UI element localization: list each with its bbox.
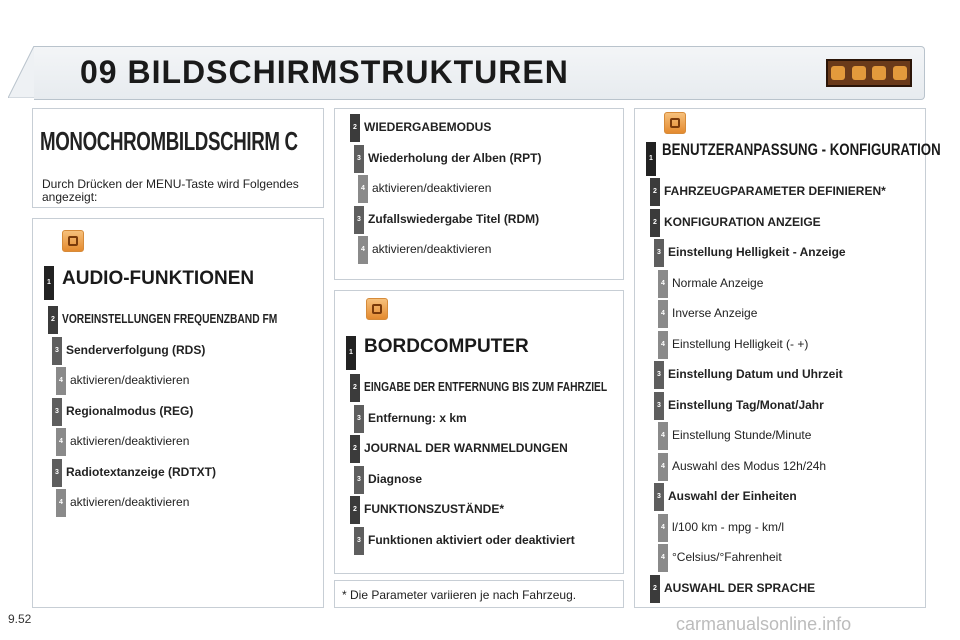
level-badge: 2 — [650, 208, 660, 237]
level-badge: 3 — [52, 336, 62, 365]
footnote: * Die Parameter variieren je nach Fahrze… — [342, 588, 577, 602]
audio-panel — [32, 218, 324, 608]
menu-item-label: Zufallswiedergabe Titel (RDM) — [368, 211, 540, 226]
menu-item-label: WIEDERGABEMODUS — [364, 120, 492, 134]
menu-item-label: EINGABE DER ENTFERNUNG BIS ZUM FAHRZIEL — [364, 380, 608, 394]
audio-icon — [831, 66, 846, 80]
audio-icon — [62, 230, 84, 252]
level-badge: 2 — [350, 374, 360, 402]
level-badge: 3 — [354, 526, 364, 555]
menu-item-label: aktivieren/deaktivieren — [372, 181, 492, 195]
menu-item-label: Radiotextanzeige (RDTXT) — [66, 464, 217, 479]
config-title: BENUTZERANPASSUNG - KONFIGURATION — [662, 140, 941, 159]
mono-text: Durch Drücken der MENU-Taste wird Folgen… — [42, 177, 299, 204]
level-badge: 4 — [658, 422, 668, 450]
level-badge: 4 — [658, 452, 668, 481]
level-badge: 4 — [358, 175, 368, 203]
level-badge: 3 — [52, 458, 62, 487]
mono-panel — [32, 108, 324, 208]
menu-item-label: aktivieren/deaktivieren — [372, 242, 492, 256]
level-badge: 1 — [346, 336, 356, 370]
menu-item-label: Einstellung Tag/Monat/Jahr — [668, 397, 824, 412]
bord-title: BORDCOMPUTER — [364, 336, 529, 357]
level-badge: 4 — [658, 330, 668, 359]
menu-item-label: Funktionen aktiviert oder deaktiviert — [368, 532, 575, 547]
menu-item-label: JOURNAL DER WARNMELDUNGEN — [364, 441, 568, 455]
level-badge: 3 — [354, 205, 364, 234]
level-badge: 2 — [48, 306, 58, 334]
level-badge: 1 — [44, 266, 54, 300]
level-badge: 4 — [658, 513, 668, 542]
level-badge: 4 — [658, 300, 668, 328]
level-badge: 3 — [654, 391, 664, 420]
phone-icon — [851, 66, 866, 80]
menu-item-label: aktivieren/deaktivieren — [70, 434, 190, 448]
menu-item-label: FAHRZEUGPARAMETER DEFINIEREN* — [664, 184, 886, 198]
menu-item-label: aktivieren/deaktivieren — [70, 495, 190, 509]
header-bar — [34, 46, 925, 100]
menu-item-label: FUNKTIONSZUSTÄNDE* — [364, 502, 504, 516]
menu-item-label: KONFIGURATION ANZEIGE — [664, 214, 821, 229]
level-badge: 2 — [350, 435, 360, 463]
bord-panel — [334, 290, 624, 574]
footnote-panel — [334, 580, 624, 608]
menu-item-label: Normale Anzeige — [672, 275, 764, 290]
chapter-icons — [826, 59, 912, 87]
level-badge: 3 — [52, 397, 62, 426]
audio-title: AUDIO-FUNKTIONEN — [62, 268, 255, 289]
menu-item-label: Auswahl des Modus 12h/24h — [672, 458, 827, 473]
config-icon — [664, 112, 686, 134]
menu-item-label: Entfernung: x km — [368, 410, 467, 425]
bordcomputer-icon — [366, 298, 388, 320]
level-badge: 4 — [358, 236, 368, 264]
menu-item-label: °Celsius/°Fahrenheit — [672, 550, 782, 564]
level-badge: 4 — [658, 544, 668, 572]
page-number: 9.52 — [8, 612, 32, 626]
level-badge: 4 — [56, 428, 66, 456]
menu-item-label: Einstellung Datum und Uhrzeit — [668, 367, 843, 381]
menu-item-label: Einstellung Helligkeit (- +) — [672, 336, 809, 351]
level-badge: 3 — [354, 465, 364, 494]
level-badge: 4 — [658, 269, 668, 298]
menu-item-label: Senderverfolgung (RDS) — [66, 342, 206, 357]
level-badge: 4 — [56, 489, 66, 517]
level-badge: 3 — [654, 361, 664, 389]
level-badge: 2 — [650, 574, 660, 603]
level-badge: 3 — [354, 404, 364, 433]
menu-item-label: Einstellung Stunde/Minute — [672, 428, 812, 442]
menu-item-label: VOREINSTELLUNGEN FREQUENZBAND FM — [62, 312, 278, 326]
menu-item-label: l/100 km - mpg - km/l — [672, 519, 785, 534]
level-badge: 3 — [354, 144, 364, 173]
menu-item-label: AUSWAHL DER SPRACHE — [664, 580, 816, 595]
level-badge: 1 — [646, 142, 656, 176]
computer-icon — [892, 66, 907, 80]
mono-title: MONOCHROMBILDSCHIRM C — [40, 126, 298, 156]
config-panel — [634, 108, 926, 608]
page-title: 09 BILDSCHIRMSTRUKTUREN — [80, 54, 569, 90]
wiedergabe-panel — [334, 108, 624, 280]
level-badge: 3 — [654, 239, 664, 267]
menu-item-label: Regionalmodus (REG) — [66, 403, 194, 418]
menu-item-label: Einstellung Helligkeit - Anzeige — [668, 245, 846, 259]
tools-icon — [872, 66, 887, 80]
menu-item-label: Diagnose — [368, 471, 423, 486]
watermark: carmanualsonline.info — [676, 614, 852, 634]
menu-item-label: Inverse Anzeige — [672, 306, 758, 320]
menu-item-label: Wiederholung der Alben (RPT) — [368, 150, 542, 165]
level-badge: 2 — [350, 114, 360, 142]
level-badge: 2 — [650, 178, 660, 206]
level-badge: 2 — [350, 496, 360, 524]
menu-item-label: Auswahl der Einheiten — [668, 489, 797, 503]
level-badge: 4 — [56, 367, 66, 395]
level-badge: 3 — [654, 483, 664, 511]
menu-item-label: aktivieren/deaktivieren — [70, 373, 190, 387]
